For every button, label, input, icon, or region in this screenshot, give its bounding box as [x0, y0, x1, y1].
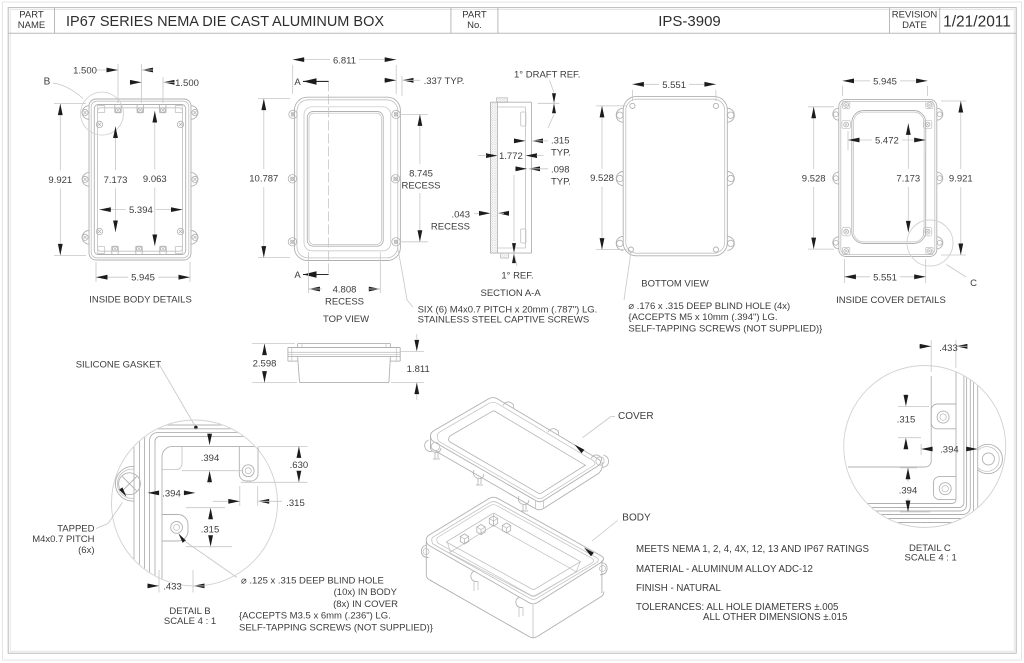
svg-text:DETAIL B: DETAIL B: [169, 606, 210, 617]
svg-text:1.811: 1.811: [407, 364, 430, 375]
svg-text:5.551: 5.551: [662, 80, 686, 91]
svg-text:B: B: [44, 77, 51, 88]
svg-text:1° REF.: 1° REF.: [501, 271, 533, 282]
svg-text:1.772: 1.772: [499, 151, 523, 162]
svg-text:9.921: 9.921: [48, 175, 72, 186]
svg-text:.337 TYP.: .337 TYP.: [424, 76, 465, 87]
svg-text:ALL OTHER DIMENSIONS ±.015: ALL OTHER DIMENSIONS ±.015: [703, 612, 847, 623]
svg-text:PART: PART: [462, 10, 487, 21]
svg-text:DETAIL C: DETAIL C: [909, 543, 951, 554]
svg-text:(8x) IN COVER: (8x) IN COVER: [333, 599, 398, 610]
svg-text:A: A: [294, 270, 301, 281]
svg-text:RECESS: RECESS: [325, 297, 364, 308]
svg-text:M4x0.7 PITCH: M4x0.7 PITCH: [32, 534, 94, 545]
svg-text:TOLERANCES: ALL HOLE DIAMETERS: TOLERANCES: ALL HOLE DIAMETERS ±.005: [636, 602, 838, 613]
svg-text:STAINLESS STEEL CAPTIVE SCREWS: STAINLESS STEEL CAPTIVE SCREWS: [418, 314, 590, 325]
svg-text:BODY: BODY: [622, 513, 651, 524]
svg-text:IP67 SERIES NEMA DIE CAST ALUM: IP67 SERIES NEMA DIE CAST ALUMINUM BOX: [66, 14, 384, 30]
svg-text:1.500: 1.500: [175, 78, 199, 89]
svg-text:FINISH - NATURAL: FINISH - NATURAL: [636, 583, 721, 594]
svg-text:No.: No.: [467, 20, 482, 31]
svg-text:.433: .433: [939, 343, 958, 354]
svg-text:REVISION: REVISION: [892, 10, 938, 21]
svg-text:TOP VIEW: TOP VIEW: [323, 314, 369, 325]
svg-text:.433: .433: [163, 581, 182, 592]
svg-text:1° DRAFT REF.: 1° DRAFT REF.: [514, 70, 580, 81]
svg-text:4.808: 4.808: [333, 285, 357, 296]
svg-text:SIX (6) M4x0.7 PITCH x 20mm (.: SIX (6) M4x0.7 PITCH x 20mm (.787") LG.: [418, 304, 598, 315]
svg-text:5.551: 5.551: [873, 272, 897, 283]
svg-text:5.394: 5.394: [129, 205, 153, 216]
svg-text:1/21/2011: 1/21/2011: [943, 14, 1011, 31]
svg-text:9.528: 9.528: [590, 173, 614, 184]
svg-text:(6x): (6x): [78, 545, 94, 556]
svg-text:1.500: 1.500: [73, 66, 97, 77]
svg-text:.315: .315: [551, 136, 570, 147]
svg-text:SELF-TAPPING SCREWS (NOT SUPPL: SELF-TAPPING SCREWS (NOT SUPPLIED)}: [239, 622, 433, 633]
svg-text:⌀ .125 x .315 DEEP BLIND HOLE: ⌀ .125 x .315 DEEP BLIND HOLE: [241, 576, 384, 587]
svg-text:BOTTOM VIEW: BOTTOM VIEW: [641, 279, 708, 290]
svg-text:SCALE 4 : 1: SCALE 4 : 1: [164, 616, 216, 627]
svg-text:5.472: 5.472: [875, 136, 899, 147]
svg-text:PART: PART: [19, 10, 44, 21]
svg-text:9.528: 9.528: [802, 173, 826, 184]
svg-text:5.945: 5.945: [873, 76, 897, 87]
svg-text:TAPPED: TAPPED: [57, 524, 94, 535]
svg-text:7.173: 7.173: [896, 173, 920, 184]
svg-text:SECTION A-A: SECTION A-A: [481, 288, 542, 299]
svg-text:TYP.: TYP.: [551, 148, 571, 159]
svg-text:NAME: NAME: [18, 20, 45, 31]
svg-text:SELF-TAPPING SCREWS (NOT SUPPL: SELF-TAPPING SCREWS (NOT SUPPLIED)}: [628, 323, 822, 334]
svg-text:INSIDE BODY DETAILS: INSIDE BODY DETAILS: [89, 295, 192, 306]
svg-text:COVER: COVER: [618, 411, 654, 422]
svg-text:2.598: 2.598: [253, 359, 277, 370]
svg-text:MEETS NEMA 1, 2, 4, 4X, 12, 13: MEETS NEMA 1, 2, 4, 4X, 12, 13 AND IP67 …: [636, 544, 869, 555]
svg-text:.394: .394: [162, 488, 181, 499]
svg-text:6.811: 6.811: [333, 55, 356, 66]
svg-text:{ACCEPTS M5 x 10mm (.394") LG.: {ACCEPTS M5 x 10mm (.394") LG.: [628, 312, 777, 323]
svg-text:DATE: DATE: [902, 20, 927, 31]
svg-text:.630: .630: [290, 460, 309, 471]
svg-text:10.787: 10.787: [249, 174, 278, 185]
svg-text:.394: .394: [940, 445, 959, 456]
svg-text:.394: .394: [899, 485, 918, 496]
svg-text:RECESS: RECESS: [431, 222, 470, 233]
svg-text:TYP.: TYP.: [551, 176, 571, 187]
svg-text:A: A: [294, 77, 301, 88]
svg-text:9.921: 9.921: [949, 174, 973, 185]
svg-text:SCALE 4 : 1: SCALE 4 : 1: [905, 553, 957, 564]
svg-text:.315: .315: [201, 524, 220, 535]
svg-text:RECESS: RECESS: [401, 181, 440, 192]
svg-text:C: C: [970, 278, 977, 289]
svg-text:.043: .043: [452, 210, 471, 221]
svg-text:⌀ .176 x .315 DEEP BLIND HOLE: ⌀ .176 x .315 DEEP BLIND HOLE (4x): [628, 301, 790, 312]
svg-text:8.745: 8.745: [409, 169, 433, 180]
svg-text:MATERIAL - ALUMINUM ALLOY ADC-: MATERIAL - ALUMINUM ALLOY ADC-12: [636, 564, 813, 575]
svg-text:{ACCEPTS M3.5 x 6mm (.236") LG: {ACCEPTS M3.5 x 6mm (.236") LG.: [239, 611, 391, 622]
svg-text:SILICONE GASKET: SILICONE GASKET: [76, 359, 162, 370]
svg-text:5.945: 5.945: [131, 273, 155, 284]
svg-text:9.063: 9.063: [143, 174, 167, 185]
svg-text:.315: .315: [897, 414, 916, 425]
svg-text:.098: .098: [551, 164, 570, 175]
svg-text:7.173: 7.173: [104, 175, 128, 186]
svg-text:INSIDE COVER DETAILS: INSIDE COVER DETAILS: [836, 295, 946, 306]
svg-text:(10x) IN BODY: (10x) IN BODY: [334, 587, 398, 598]
svg-text:.315: .315: [286, 498, 305, 509]
svg-text:IPS-3909: IPS-3909: [658, 13, 721, 30]
svg-text:.394: .394: [201, 453, 220, 464]
